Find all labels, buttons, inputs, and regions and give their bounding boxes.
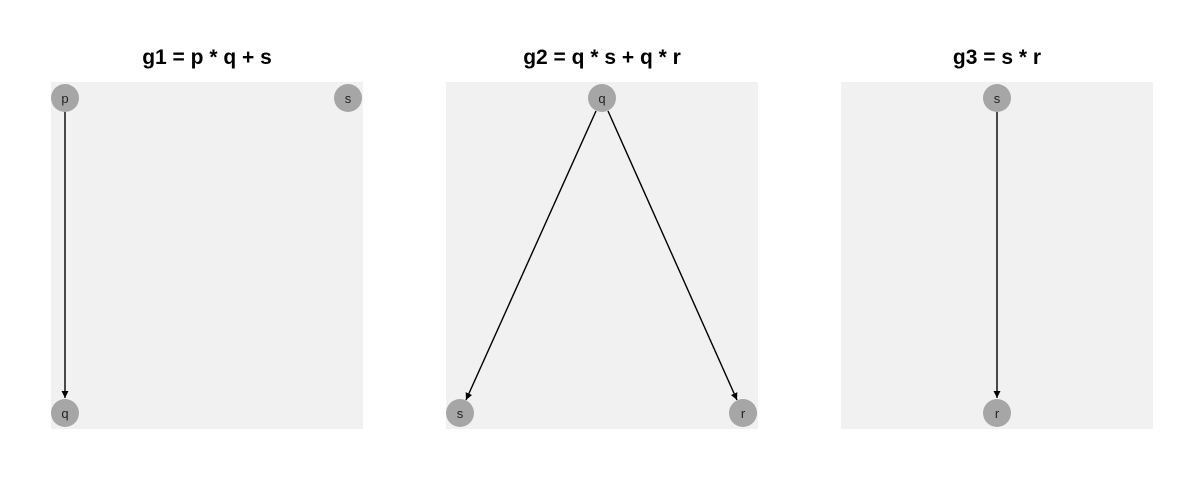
node-p: p [51,84,79,112]
panel-title: g2 = q * s + q * r [523,46,681,69]
panel-background [446,82,758,429]
panel-g3: g3 = s * r s r [841,46,1153,429]
node-r: r [729,399,757,427]
panel-title: g3 = s * r [953,46,1041,69]
panel-background [51,82,363,429]
svg-text:s: s [994,91,1001,106]
svg-text:r: r [995,406,1000,421]
svg-text:q: q [61,406,68,421]
svg-text:r: r [741,406,746,421]
node-s: s [334,84,362,112]
svg-text:q: q [598,91,605,106]
edge-q-to-s [465,110,597,401]
node-q: q [588,84,616,112]
panel-title: g1 = p * q + s [142,46,272,69]
svg-text:p: p [61,91,68,106]
node-q: q [51,399,79,427]
node-r: r [983,399,1011,427]
node-s: s [446,399,474,427]
panel-g1: g1 = p * q + s p s q [51,46,363,429]
edge-q-to-r [607,110,738,401]
svg-text:s: s [457,406,464,421]
svg-text:s: s [345,91,352,106]
panel-g2: g2 = q * s + q * r q s r [446,46,758,429]
node-s: s [983,84,1011,112]
